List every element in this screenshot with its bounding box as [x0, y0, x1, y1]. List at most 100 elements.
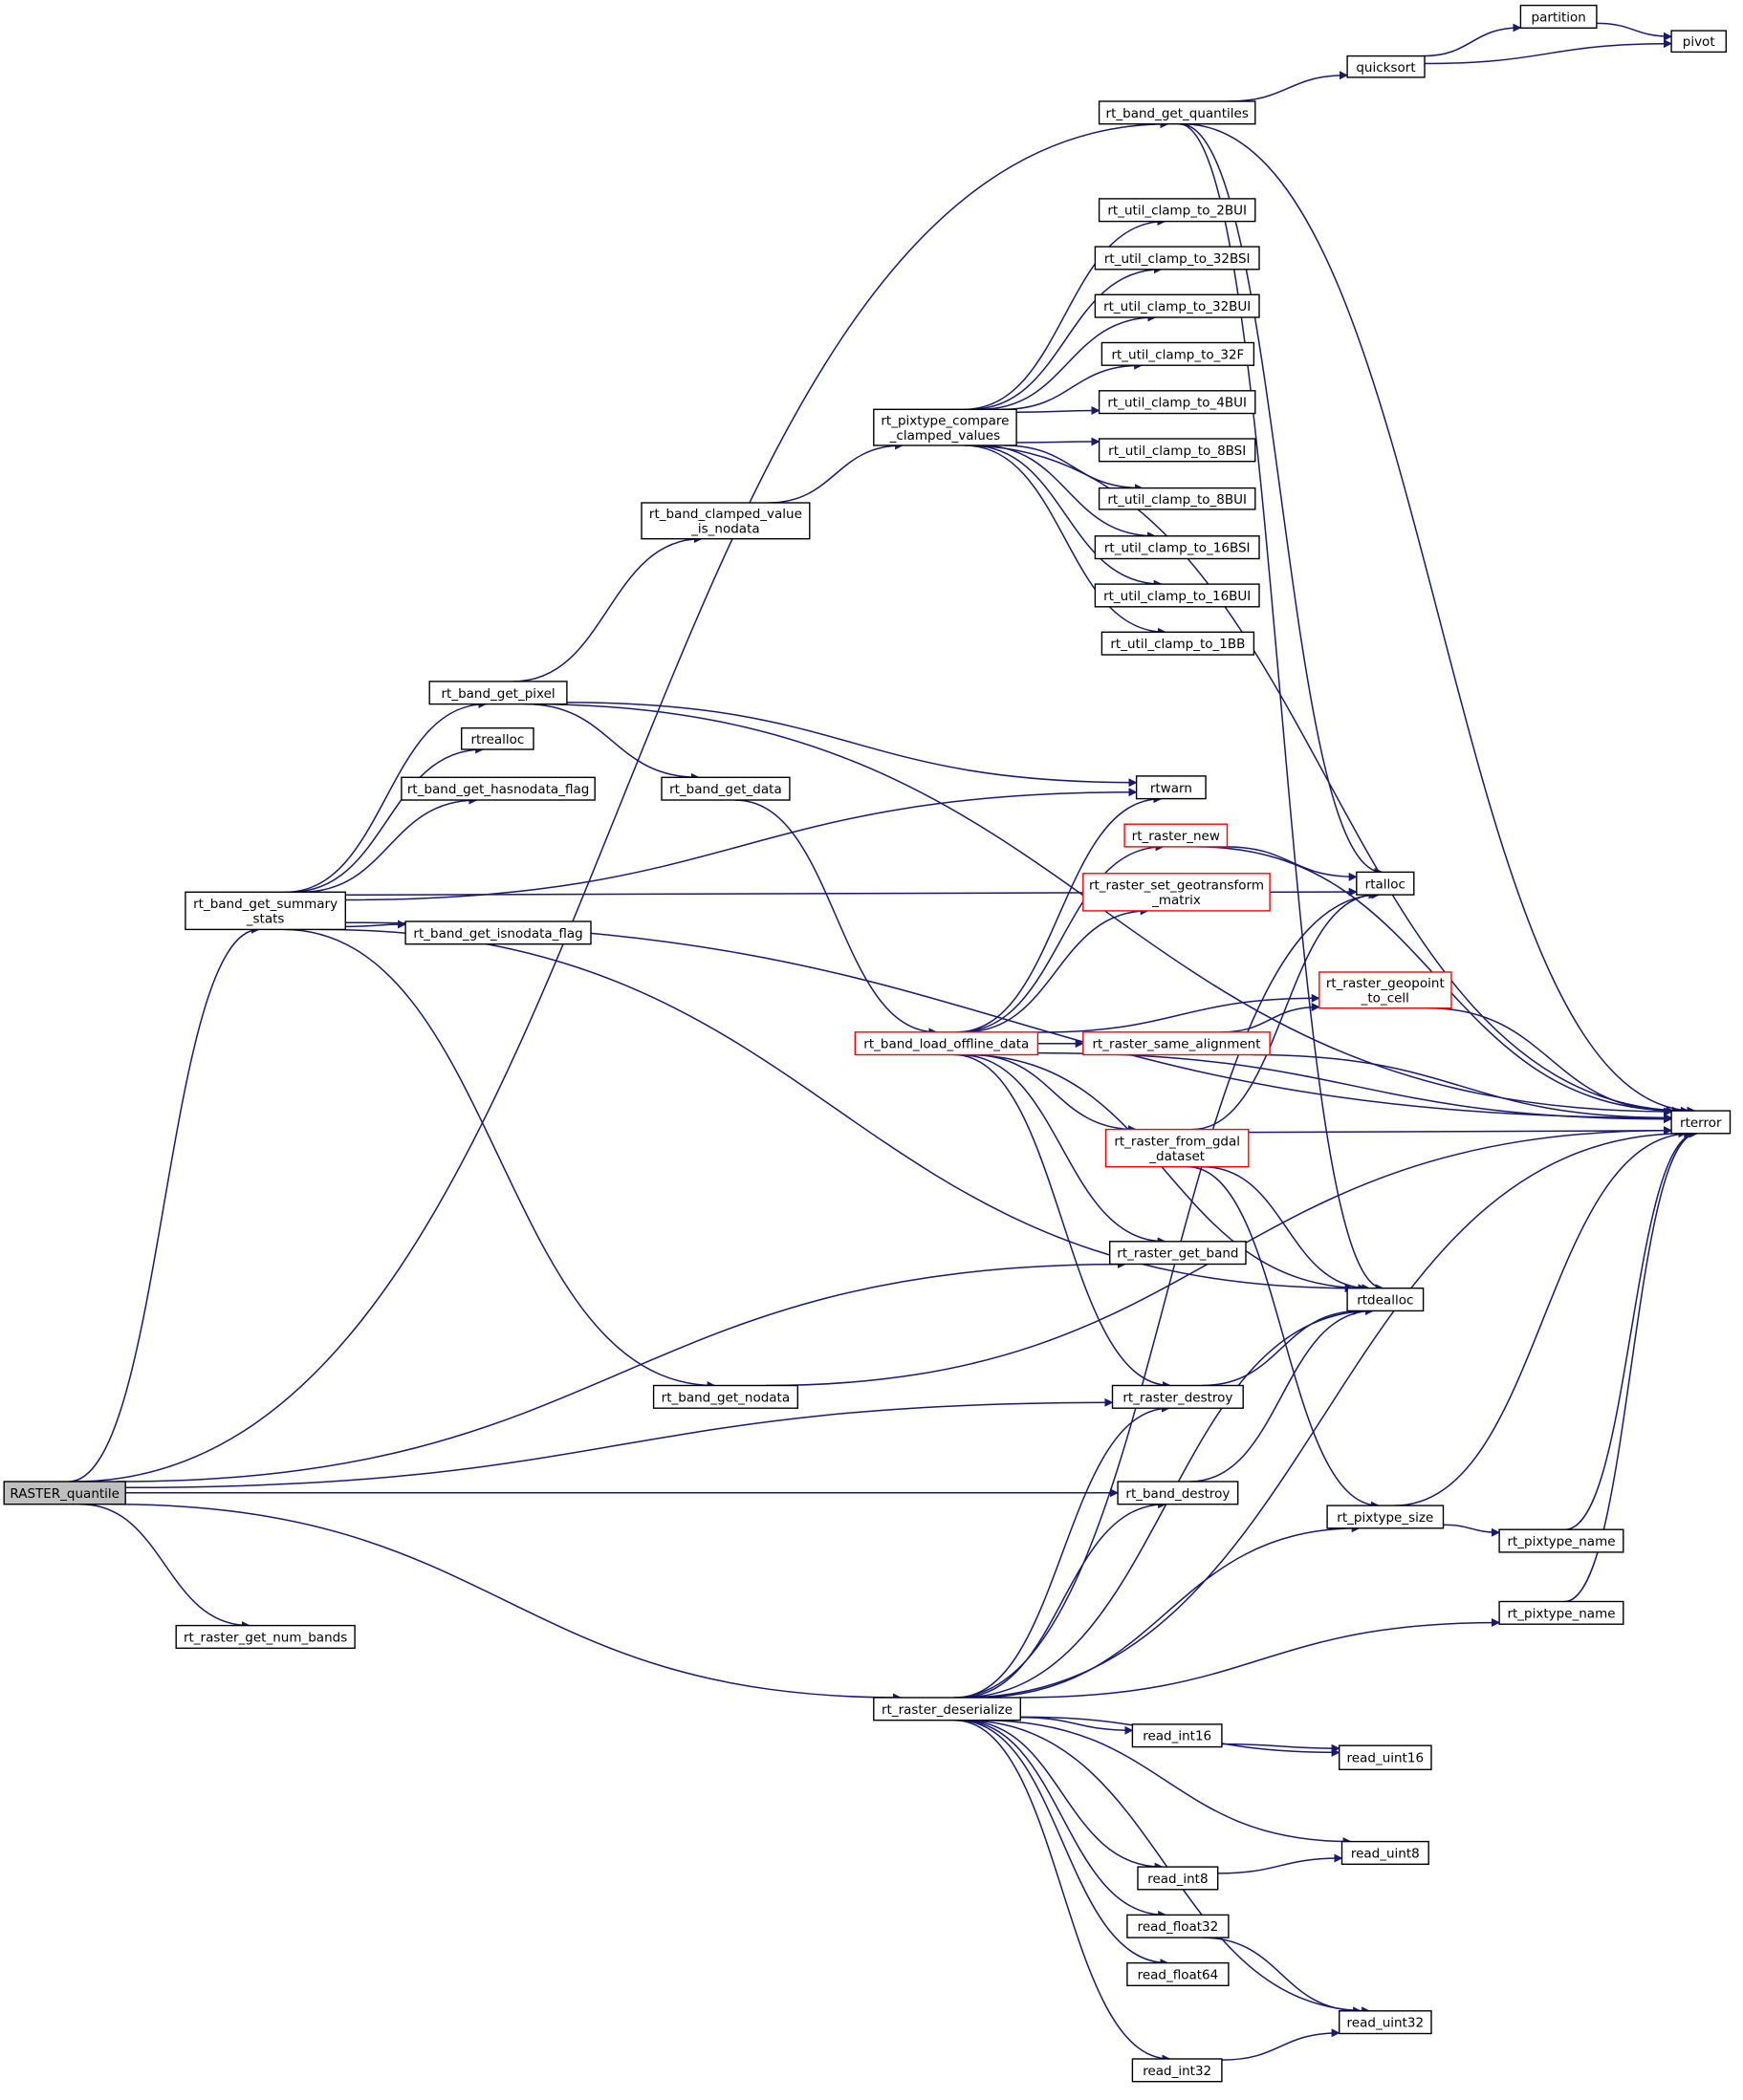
- node-box[interactable]: [1094, 535, 1260, 560]
- node-rt-util-clamp-to-16bsi[interactable]: rt_util_clamp_to_16BSI: [1094, 535, 1260, 560]
- node-rt-util-clamp-to-2bui[interactable]: rt_util_clamp_to_2BUI: [1098, 198, 1256, 223]
- node-box[interactable]: [1346, 1287, 1425, 1312]
- node-read-uint32[interactable]: read_uint32: [1338, 2010, 1432, 2035]
- node-rt-band-load-offline-data[interactable]: rt_band_load_offline_data: [854, 1031, 1039, 1056]
- node-box[interactable]: [1498, 1600, 1624, 1625]
- node-rt-band-clamped-value-is-nodata[interactable]: rt_band_clamped_value_is_nodata: [641, 502, 811, 540]
- node-box[interactable]: [461, 727, 534, 750]
- node-rt-raster-get-num-bands[interactable]: rt_raster_get_num_bands: [175, 1624, 356, 1649]
- node-box[interactable]: [873, 408, 1017, 446]
- node-read-uint16[interactable]: read_uint16: [1338, 1744, 1432, 1770]
- node-box[interactable]: [1117, 1481, 1239, 1505]
- node-rt-band-get-nodata[interactable]: rt_band_get_nodata: [652, 1384, 798, 1409]
- node-box[interactable]: [1498, 1528, 1624, 1553]
- node-box[interactable]: [1082, 1031, 1271, 1056]
- node-box[interactable]: [1131, 1723, 1223, 1748]
- node-rt-util-clamp-to-8bui[interactable]: rt_util_clamp_to_8BUI: [1098, 487, 1256, 510]
- node-quicksort[interactable]: quicksort: [1346, 54, 1426, 78]
- node-box[interactable]: [175, 1624, 356, 1649]
- node-rt-raster-get-band[interactable]: rt_raster_get_band: [1108, 1241, 1247, 1266]
- node-rt-band-get-data[interactable]: rt_band_get_data: [661, 776, 791, 801]
- node-box[interactable]: [1100, 341, 1255, 366]
- node-rt-util-clamp-to-32bsi[interactable]: rt_util_clamp_to_32BSI: [1094, 246, 1260, 271]
- node-box[interactable]: [1519, 4, 1598, 30]
- node-box[interactable]: [1137, 1866, 1219, 1891]
- node-rt-util-clamp-to-32bui[interactable]: rt_util_clamp_to_32BUI: [1094, 293, 1260, 318]
- node-rt-band-get-hasnodata-flag[interactable]: rt_band_get_hasnodata_flag: [401, 776, 596, 801]
- node-rtwarn[interactable]: rtwarn: [1135, 775, 1207, 800]
- node-box[interactable]: [641, 502, 811, 540]
- node-box[interactable]: [1100, 631, 1255, 656]
- node-read-int8[interactable]: read_int8: [1137, 1866, 1219, 1891]
- node-rt-raster-deserialize[interactable]: rt_raster_deserialize: [873, 1697, 1021, 1721]
- node-read-uint8[interactable]: read_uint8: [1340, 1840, 1429, 1865]
- node-box[interactable]: [1670, 1110, 1732, 1135]
- node-box[interactable]: [1135, 775, 1207, 800]
- node-box[interactable]: [1126, 1961, 1230, 1987]
- node-rt-raster-new[interactable]: rt_raster_new: [1123, 823, 1229, 848]
- node-rtdealloc[interactable]: rtdealloc: [1346, 1287, 1425, 1312]
- node-box[interactable]: [652, 1384, 798, 1409]
- node-rt-band-get-quantiles[interactable]: rt_band_get_quantiles: [1098, 100, 1256, 125]
- node-box[interactable]: [1094, 583, 1260, 608]
- node-read-float64[interactable]: read_float64: [1126, 1961, 1230, 1987]
- node-box[interactable]: [1098, 487, 1256, 510]
- node-rt-util-clamp-to-8bsi[interactable]: rt_util_clamp_to_8BSI: [1098, 438, 1256, 463]
- node-box[interactable]: [1098, 438, 1256, 463]
- node-box[interactable]: [1126, 1914, 1230, 1938]
- node-rt-pixtype-compare-clamped-values[interactable]: rt_pixtype_compare_clamped_values: [873, 408, 1017, 446]
- node-box[interactable]: [1326, 1505, 1445, 1529]
- node-rt-util-clamp-to-1bb[interactable]: rt_util_clamp_to_1BB: [1100, 631, 1255, 656]
- node-box[interactable]: [1082, 873, 1271, 912]
- node-box[interactable]: [1094, 246, 1260, 271]
- node-rtrealloc[interactable]: rtrealloc: [461, 727, 534, 750]
- node-box[interactable]: [1098, 198, 1256, 223]
- node-rt-pixtype-size[interactable]: rt_pixtype_size: [1326, 1505, 1445, 1529]
- node-box[interactable]: [1670, 30, 1727, 54]
- node-box[interactable]: [3, 1481, 126, 1505]
- node-box[interactable]: [1338, 2010, 1432, 2035]
- node-partition[interactable]: partition: [1519, 4, 1598, 30]
- node-box[interactable]: [1346, 54, 1426, 78]
- node-read-float32[interactable]: read_float32: [1126, 1914, 1230, 1938]
- node-rt-raster-geopoint-to-cell[interactable]: rt_raster_geopoint_to_cell: [1318, 971, 1452, 1009]
- node-box[interactable]: [1338, 1744, 1432, 1770]
- node-box[interactable]: [404, 920, 592, 945]
- node-rt-raster-from-gdal-dataset[interactable]: rt_raster_from_gdal_dataset: [1104, 1128, 1250, 1168]
- node-box[interactable]: [1098, 390, 1256, 415]
- node-box[interactable]: [661, 776, 791, 801]
- node-rt-util-clamp-to-4bui[interactable]: rt_util_clamp_to_4BUI: [1098, 390, 1256, 415]
- node-rt-raster-same-alignment[interactable]: rt_raster_same_alignment: [1082, 1031, 1271, 1056]
- node-rt-band-destroy[interactable]: rt_band_destroy: [1117, 1481, 1239, 1505]
- node-box[interactable]: [854, 1031, 1039, 1056]
- node-rt-raster-set-geotransform-matrix[interactable]: rt_raster_set_geotransform_matrix: [1082, 873, 1271, 912]
- node-rt-band-get-isnodata-flag[interactable]: rt_band_get_isnodata_flag: [404, 920, 592, 945]
- node-rt-pixtype-name-1[interactable]: rt_pixtype_name: [1498, 1528, 1624, 1553]
- node-box[interactable]: [1094, 293, 1260, 318]
- node-box[interactable]: [873, 1697, 1021, 1721]
- node-box[interactable]: [1318, 971, 1452, 1009]
- node-box[interactable]: [1131, 2058, 1223, 2083]
- node-read-int16[interactable]: read_int16: [1131, 1723, 1223, 1748]
- node-box[interactable]: [1104, 1128, 1250, 1168]
- node-rt-util-clamp-to-32f[interactable]: rt_util_clamp_to_32F: [1100, 341, 1255, 366]
- node-box[interactable]: [401, 776, 596, 801]
- node-rt-util-clamp-to-16bui[interactable]: rt_util_clamp_to_16BUI: [1094, 583, 1260, 608]
- node-rt-pixtype-name-2[interactable]: rt_pixtype_name: [1498, 1600, 1624, 1625]
- node-rt-band-get-pixel[interactable]: rt_band_get_pixel: [428, 681, 568, 705]
- node-rt-raster-destroy[interactable]: rt_raster_destroy: [1111, 1384, 1244, 1409]
- node-box[interactable]: [1108, 1241, 1247, 1266]
- node-box[interactable]: [1123, 823, 1229, 848]
- node-box[interactable]: [185, 891, 346, 931]
- node-rt-band-get-summary-stats[interactable]: rt_band_get_summary_stats: [185, 891, 346, 931]
- node-box[interactable]: [1098, 100, 1256, 125]
- node-box[interactable]: [1340, 1840, 1429, 1865]
- node-rtalloc[interactable]: rtalloc: [1356, 871, 1415, 896]
- node-box[interactable]: [1356, 871, 1415, 896]
- node-raster-quantile[interactable]: RASTER_quantile: [3, 1481, 126, 1505]
- node-rterror[interactable]: rterror: [1670, 1110, 1732, 1135]
- node-read-int32[interactable]: read_int32: [1131, 2058, 1223, 2083]
- node-box[interactable]: [428, 681, 568, 705]
- node-box[interactable]: [1111, 1384, 1244, 1409]
- node-pivot[interactable]: pivot: [1670, 30, 1727, 54]
